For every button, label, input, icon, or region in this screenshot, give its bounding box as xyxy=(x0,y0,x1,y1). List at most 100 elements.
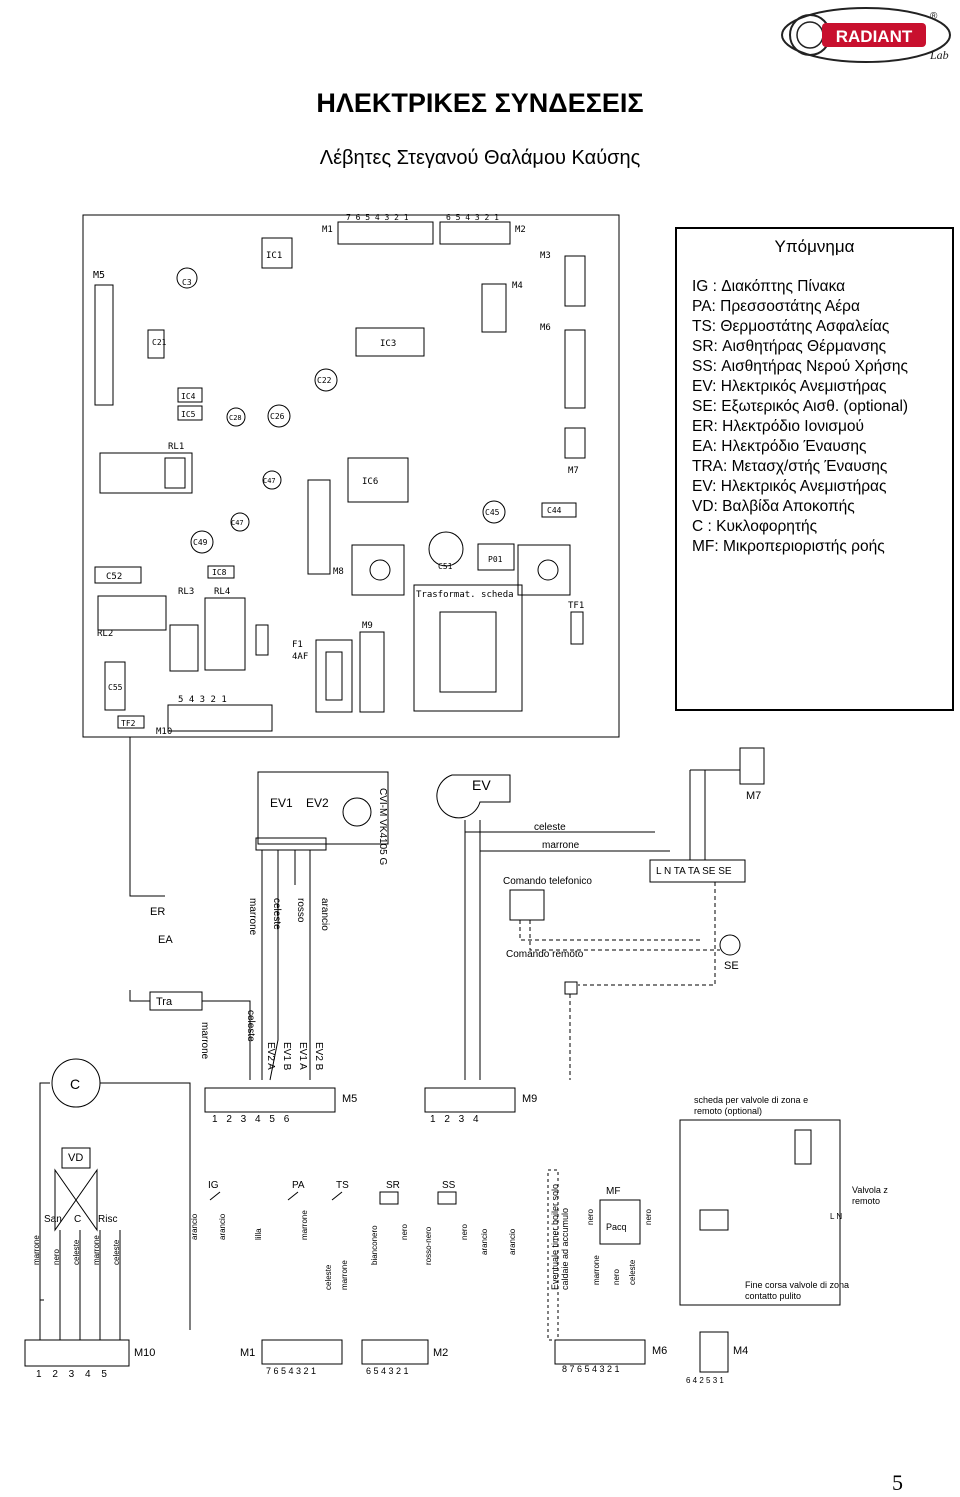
m1-label: M1 xyxy=(240,1347,256,1359)
legend-item: ER: Ηλεκτρόδιο Ιονισμού xyxy=(692,418,865,435)
comp-label: C55 xyxy=(108,683,123,692)
m4-board-connector xyxy=(481,283,507,333)
ss-label: SS xyxy=(442,1180,456,1191)
c44 xyxy=(541,502,577,518)
m5-board-connector: M5 xyxy=(93,270,114,406)
m10-board-connector xyxy=(167,704,273,732)
pacq-label: Pacq xyxy=(606,1222,627,1232)
wire xyxy=(39,1082,50,1301)
ln-label: L N xyxy=(830,1212,843,1221)
gas-valve-terminals xyxy=(255,837,327,851)
m5-pins: 1 2 3 4 5 6 xyxy=(212,1114,290,1125)
m7-label: M7 xyxy=(746,790,762,802)
m5-wire-label: EV1 B xyxy=(281,1042,292,1071)
m8-board-connector xyxy=(307,479,331,575)
tra-label: Tra xyxy=(156,996,173,1008)
comp-label: C52 xyxy=(106,572,122,582)
bottom-wire-label: arancio xyxy=(218,1213,227,1240)
c28 xyxy=(226,407,246,427)
valve-wire-label: celeste xyxy=(271,898,282,930)
trimmer-left xyxy=(369,559,391,581)
m1-pins: 7 6 5 4 3 2 1 xyxy=(346,213,409,222)
comp-label: TF1 xyxy=(568,601,584,611)
ic5b xyxy=(255,624,269,656)
fuse xyxy=(325,651,343,701)
valve-wire-label: rosso xyxy=(295,898,306,923)
sr-label: SR xyxy=(386,1180,400,1191)
bottom-wire-label: nero xyxy=(52,1248,61,1265)
transformer-core xyxy=(439,611,497,693)
comp-label: C51 xyxy=(438,562,453,571)
comp-label: C44 xyxy=(547,506,562,515)
gas-valve xyxy=(257,771,389,845)
trim-block-left xyxy=(351,544,405,596)
ev1-label: EV1 xyxy=(270,796,293,810)
comp-label: M5 xyxy=(93,270,105,281)
comp-label: C47 xyxy=(263,477,276,485)
dashed-wire xyxy=(519,920,700,941)
bottom-wire-label: rosso-nero xyxy=(424,1226,433,1265)
m4-pins: 6 4 2 5 3 1 xyxy=(686,1376,724,1385)
logo-sub: Lab xyxy=(929,48,949,62)
m6-pins: 8 7 6 5 4 3 2 1 xyxy=(562,1364,620,1374)
ic1 xyxy=(261,237,293,269)
transformer xyxy=(413,584,523,712)
page-number: 5 xyxy=(892,1470,903,1495)
legend-box: Υπόμνημα IG : Διακόπτης Πίνακα PA: Πρεσσ… xyxy=(675,227,954,711)
m1-connector xyxy=(261,1339,343,1365)
vd-valve-left xyxy=(54,1168,77,1232)
timer-label: Eventuale timer boiler solo caldaie ad a… xyxy=(550,1183,570,1290)
wire-label-celeste: celeste xyxy=(534,822,566,833)
dashed-wire xyxy=(529,920,720,951)
c26 xyxy=(267,404,291,428)
ic4 xyxy=(177,387,203,403)
m5-label: M5 xyxy=(342,1093,358,1105)
relay-coil xyxy=(164,457,186,489)
er-label: ER xyxy=(150,906,166,918)
sensor-ss xyxy=(437,1191,457,1205)
m10-label: M10 xyxy=(134,1347,156,1359)
c47 xyxy=(262,470,282,490)
transformer-label: Trasformat. scheda xyxy=(416,590,514,600)
bottom-wire-label: marrone xyxy=(300,1210,309,1240)
page-subtitle: Λέβητες Στεγανού Θαλάμου Καύσης xyxy=(319,147,641,169)
comp-label: IC4 xyxy=(181,392,196,401)
comp-label: M4 xyxy=(512,281,523,291)
fan-ev xyxy=(436,774,511,819)
se-sensor xyxy=(719,934,741,956)
comp-label: M1 xyxy=(322,225,333,235)
c21 xyxy=(147,329,165,359)
comp-label: RL4 xyxy=(214,587,230,597)
m10-pins: 1 2 3 4 5 xyxy=(36,1369,107,1380)
comp-label: RL2 xyxy=(97,629,113,639)
sensor-sr xyxy=(379,1191,399,1205)
m5-wire-label: celeste xyxy=(245,1010,256,1042)
bottom-wire-label: nero xyxy=(644,1208,653,1225)
radiant-logo-graphic: RADIANT Lab ® xyxy=(781,7,951,63)
c22 xyxy=(314,368,338,392)
bottom-wire-label: nero xyxy=(586,1208,595,1225)
p01 xyxy=(477,543,515,571)
logo-brand: RADIANT xyxy=(836,27,913,46)
m1-pins: 7 6 5 4 3 2 1 xyxy=(266,1366,317,1376)
relay-rl2-block xyxy=(97,595,167,631)
comp-label: 4AF xyxy=(292,652,308,662)
scheda-connector xyxy=(794,1129,812,1165)
bottom-wire-label: nero xyxy=(400,1223,409,1240)
ignition-wire xyxy=(129,737,165,897)
radiant-logo: RADIANT Lab ® xyxy=(780,5,952,65)
legend-item: EV: Ηλεκτρικός Ανεμιστήρας xyxy=(692,478,887,495)
bottom-wire-label: marrone xyxy=(32,1235,41,1265)
ic5 xyxy=(177,405,203,421)
valve-wire-label: arancio xyxy=(319,898,330,931)
comp-label: M6 xyxy=(540,323,551,333)
legend-item: SE: Εξωτερικός Αισθ. (optional) xyxy=(692,398,909,415)
bottom-wire-label: marrone xyxy=(592,1255,601,1285)
san-label: San xyxy=(44,1214,62,1225)
vd-actuator xyxy=(61,1147,91,1169)
comp-label: C47 xyxy=(231,519,244,527)
comp-label: M3 xyxy=(540,251,551,261)
scheda-label: scheda per valvole di zona e remoto (opt… xyxy=(694,1095,809,1116)
comp-label: C28 xyxy=(229,414,242,422)
ic8 xyxy=(207,565,235,579)
